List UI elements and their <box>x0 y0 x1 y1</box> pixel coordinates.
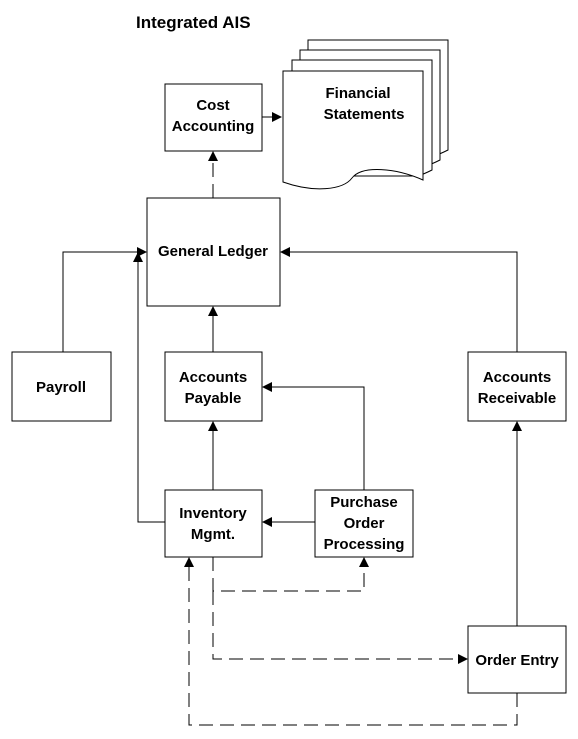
connector-ap-to-gl <box>208 306 218 352</box>
payroll-label: Payroll <box>36 379 86 396</box>
accounts-receivable-box: Accounts Receivable <box>467 351 567 422</box>
purchase-order-processing-label-line3: Processing <box>324 536 405 553</box>
order-entry-label: Order Entry <box>475 652 559 669</box>
dashed-connector-gl-to-cost <box>208 151 218 198</box>
purchase-order-processing-label-line1: Purchase <box>330 494 398 511</box>
cost-accounting-box: Cost Accounting <box>164 83 263 152</box>
cost-accounting-label-line2: Accounting <box>172 118 255 135</box>
arrowhead-left <box>280 247 290 257</box>
arrowhead-up <box>208 421 218 431</box>
arrowhead-left <box>262 517 272 527</box>
arrowhead-left <box>262 382 272 392</box>
connector-po-to-ap <box>262 382 365 490</box>
general-ledger-box: General Ledger <box>146 197 281 307</box>
financial-statements-document-stack: Financial Statements <box>282 39 449 190</box>
order-entry-box: Order Entry <box>467 625 567 694</box>
inventory-mgmt-box: Inventory Mgmt. <box>164 489 263 558</box>
financial-statements-label-line2: Statements <box>324 106 405 123</box>
inventory-mgmt-label-line2: Mgmt. <box>191 526 235 543</box>
connector-po-to-inventory <box>262 517 315 527</box>
connector-inventory-to-gl <box>133 252 165 523</box>
arrowhead-up <box>359 557 369 567</box>
arrowhead-up <box>208 151 218 161</box>
accounts-payable-label-line1: Accounts <box>179 369 247 386</box>
dashed-connector-inventory-to-oe <box>212 591 468 664</box>
inventory-mgmt-label-line1: Inventory <box>179 505 247 522</box>
payroll-box: Payroll <box>11 351 112 422</box>
general-ledger-label: General Ledger <box>158 243 268 260</box>
document-sheet-1 <box>282 70 424 190</box>
arrowhead-up <box>184 557 194 567</box>
accounts-receivable-label-line2: Receivable <box>478 390 556 407</box>
accounts-receivable-label-line1: Accounts <box>483 369 551 386</box>
arrowhead-right <box>458 654 468 664</box>
arrowhead-right <box>272 112 282 122</box>
connector-ar-to-gl <box>280 247 518 352</box>
purchase-order-processing-box: Purchase Order Processing <box>314 489 414 558</box>
cost-accounting-label-line1: Cost <box>196 97 229 114</box>
accounts-payable-label-line2: Payable <box>185 390 242 407</box>
arrowhead-up <box>133 252 143 262</box>
financial-statements-label-line1: Financial <box>325 85 390 102</box>
connector-oe-to-ar <box>512 421 522 626</box>
dashed-connector-oe-to-inventory <box>184 557 518 726</box>
arrowhead-up <box>208 306 218 316</box>
diagram-title: Integrated AIS <box>136 13 251 32</box>
connector-cost-to-financial <box>262 112 282 122</box>
dashed-connector-inventory-to-po <box>212 557 369 592</box>
arrowhead-up <box>512 421 522 431</box>
purchase-order-processing-label-line2: Order <box>344 515 385 532</box>
connector-payroll-to-gl <box>62 247 147 352</box>
accounts-payable-box: Accounts Payable <box>164 351 263 422</box>
arrowhead-right <box>137 247 147 257</box>
connector-inventory-to-ap <box>208 421 218 490</box>
